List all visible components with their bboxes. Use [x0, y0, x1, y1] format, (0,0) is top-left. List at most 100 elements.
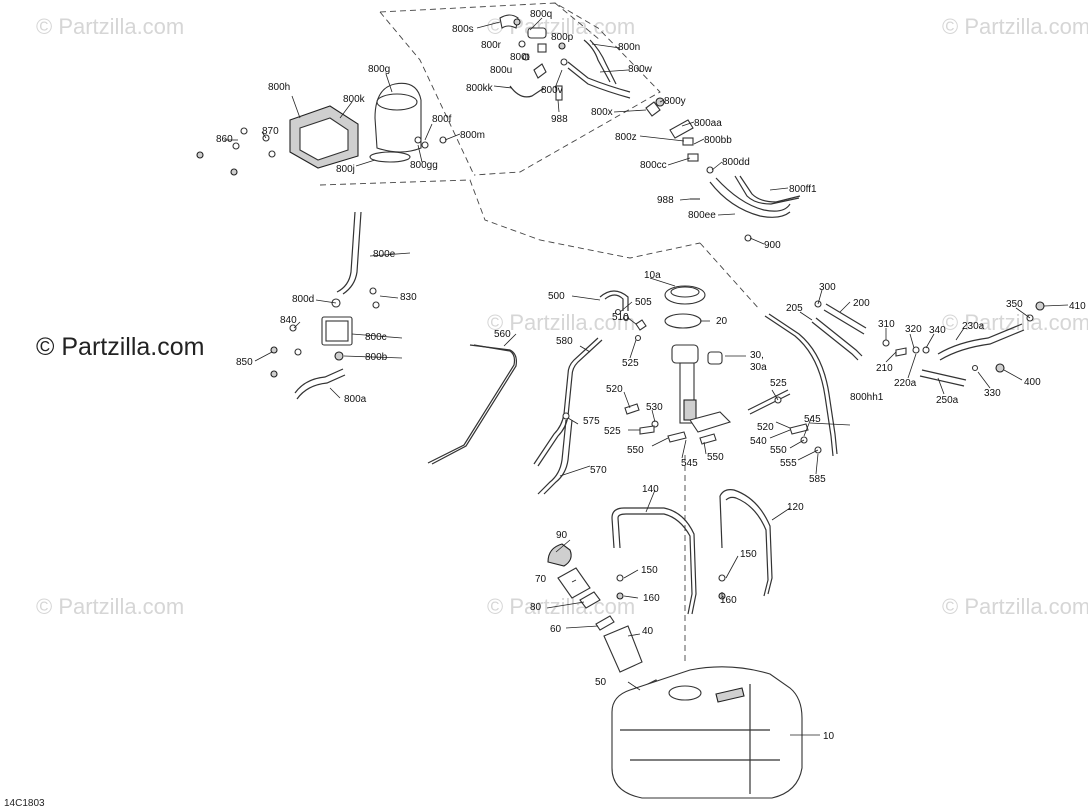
left-hose-group [270, 211, 380, 400]
callout-800n: 800n [618, 42, 640, 53]
callout-300: 300 [819, 282, 836, 293]
callout-800dd: 800dd [722, 157, 750, 168]
callout-800kk: 800kk [466, 83, 494, 94]
callout-20: 20 [716, 316, 728, 327]
callout-205: 205 [786, 303, 803, 314]
callout-545: 545 [681, 458, 698, 469]
callout-150: 150 [641, 565, 658, 576]
callout-830: 830 [400, 292, 417, 303]
callout-800d: 800d [292, 294, 314, 305]
callout-800f: 800f [432, 114, 452, 125]
callout-800a: 800a [344, 394, 367, 405]
callout-80: 80 [530, 602, 542, 613]
leader-lines [224, 17, 1069, 736]
callout-800m: 800m [460, 130, 485, 141]
callout-525: 525 [622, 358, 639, 369]
callout-160: 160 [720, 595, 737, 606]
callout-870: 870 [262, 126, 279, 137]
callout-555: 555 [780, 458, 797, 469]
callout-800w: 800w [628, 64, 653, 75]
tank-straps-group [547, 489, 803, 799]
callout-800j: 800j [336, 164, 355, 175]
callout-350: 350 [1006, 299, 1023, 310]
callout-570: 570 [590, 465, 607, 476]
callout-800u: 800u [490, 65, 512, 76]
callout-labels: 800s 800q 800r 800t 800p 800n 800u 800w … [216, 9, 1086, 742]
callout-800k: 800k [343, 94, 366, 105]
callout-560: 560 [494, 329, 511, 340]
callout-40: 40 [642, 626, 654, 637]
callout-520: 520 [606, 384, 623, 395]
callout-10a: 10a [644, 270, 661, 281]
callout-575: 575 [583, 416, 600, 427]
callout-330: 330 [984, 388, 1001, 399]
callout-585: 585 [809, 474, 826, 485]
callout-60: 60 [550, 624, 562, 635]
callout-800c: 800c [365, 332, 387, 343]
callout-800hh1: 800hh1 [850, 392, 884, 403]
callout-150: 150 [740, 549, 757, 560]
callout-400: 400 [1024, 377, 1041, 388]
callout-310: 310 [878, 319, 895, 330]
callout-800z: 800z [615, 132, 637, 143]
callout-800cc: 800cc [640, 160, 667, 171]
callout-520: 520 [757, 422, 774, 433]
callout-220a: 220a [894, 378, 917, 389]
callout-580: 580 [556, 336, 573, 347]
callout-10: 10 [823, 731, 835, 742]
callout-988: 988 [657, 195, 674, 206]
callout-545: 545 [804, 414, 821, 425]
callout-200: 200 [853, 298, 870, 309]
callout-160: 160 [643, 593, 660, 604]
callout-800v: 800v [541, 85, 563, 96]
callout-800x: 800x [591, 107, 613, 118]
callout-800y: 800y [664, 96, 686, 107]
callout-988: 988 [551, 114, 568, 125]
callout-340: 340 [929, 325, 946, 336]
callout-525: 525 [604, 426, 621, 437]
callout-70: 70 [535, 574, 547, 585]
callout-800p: 800p [551, 32, 574, 43]
callout-860: 860 [216, 134, 233, 145]
callout-840: 840 [280, 315, 297, 326]
callout-525: 525 [770, 378, 787, 389]
callout-800h: 800h [268, 82, 290, 93]
callout-90: 90 [556, 530, 568, 541]
callout-550: 550 [707, 452, 724, 463]
callout-140: 140 [642, 484, 659, 495]
watermark: © Partzilla.com [487, 310, 635, 335]
callout-250a: 250a [936, 395, 959, 406]
callout-540: 540 [750, 436, 767, 447]
callout-30a: 30a [750, 362, 767, 373]
callout-800q: 800q [530, 9, 552, 20]
callout-500: 500 [548, 291, 565, 302]
callout-800b: 800b [365, 352, 388, 363]
diagram-code: 14C1803 [4, 798, 45, 809]
callout-800r: 800r [481, 40, 502, 51]
callout-800t: 800t [510, 52, 530, 63]
callout-800gg: 800gg [410, 160, 438, 171]
watermark: © Partzilla.com [942, 14, 1088, 39]
callout-120: 120 [787, 502, 804, 513]
watermark: © Partzilla.com [36, 594, 184, 619]
callout-550: 550 [770, 445, 787, 456]
callout-900: 900 [764, 240, 781, 251]
callout-800ee: 800ee [688, 210, 716, 221]
callout-850: 850 [236, 357, 253, 368]
callout-800s: 800s [452, 24, 474, 35]
group-outlines [319, 2, 761, 665]
callout-510: 510 [612, 312, 629, 323]
callout-410: 410 [1069, 301, 1086, 312]
callout-530: 530 [646, 402, 663, 413]
callout-320: 320 [905, 324, 922, 335]
watermark-prominent: © Partzilla.com [36, 333, 204, 361]
callout-800g: 800g [368, 64, 390, 75]
callout-800bb: 800bb [704, 135, 732, 146]
callout-800aa: 800aa [694, 118, 722, 129]
watermark: © Partzilla.com [487, 594, 635, 619]
callout-30: 30, [750, 350, 764, 361]
callout-210: 210 [876, 363, 893, 374]
callout-800e: 800e [373, 249, 396, 260]
callout-800ff1: 800ff1 [789, 184, 817, 195]
